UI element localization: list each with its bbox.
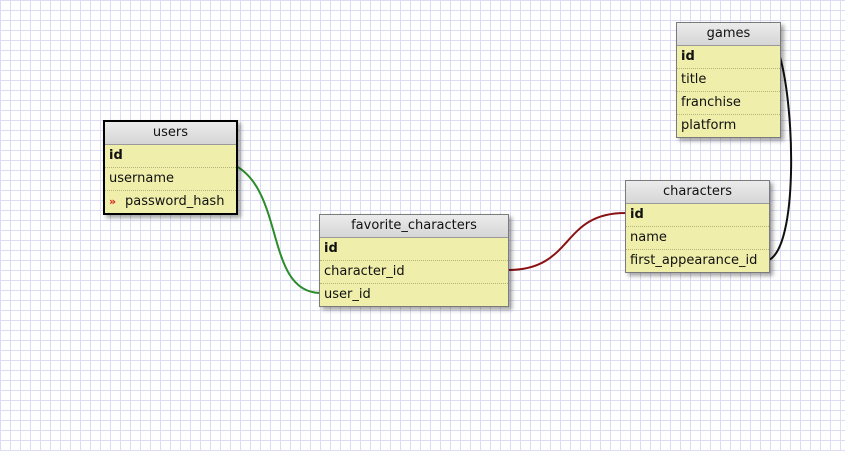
characters-field-first-appearance-id[interactable]: first_appearance_id bbox=[626, 250, 769, 272]
fk-arrow-icon: » bbox=[109, 195, 116, 208]
games-table-title[interactable]: games bbox=[677, 23, 780, 46]
field-label: id bbox=[324, 241, 338, 256]
favorite-characters-field-id[interactable]: id bbox=[320, 238, 508, 261]
games-field-id[interactable]: id bbox=[677, 46, 780, 69]
users-field-password-hash[interactable]: » password_hash bbox=[105, 191, 236, 213]
field-label: password_hash bbox=[125, 194, 225, 209]
games-field-franchise[interactable]: franchise bbox=[677, 92, 780, 115]
games-table[interactable]: games id title franchise platform bbox=[676, 22, 781, 138]
games-field-title[interactable]: title bbox=[677, 69, 780, 92]
field-label: first_appearance_id bbox=[630, 253, 758, 268]
characters-field-id[interactable]: id bbox=[626, 204, 769, 227]
users-table-title[interactable]: users bbox=[105, 122, 236, 145]
field-label: platform bbox=[681, 118, 737, 133]
characters-table[interactable]: characters id name first_appearance_id bbox=[625, 180, 770, 273]
games-field-platform[interactable]: platform bbox=[677, 115, 780, 137]
favorite-characters-table[interactable]: favorite_characters id character_id user… bbox=[319, 214, 509, 307]
field-label: id bbox=[681, 49, 695, 64]
field-label: user_id bbox=[324, 287, 371, 302]
field-label: id bbox=[109, 148, 123, 163]
characters-field-name[interactable]: name bbox=[626, 227, 769, 250]
favorite-characters-field-user-id[interactable]: user_id bbox=[320, 284, 508, 306]
field-label: name bbox=[630, 230, 667, 245]
field-label: title bbox=[681, 72, 707, 87]
field-label: id bbox=[630, 207, 644, 222]
characters-table-title[interactable]: characters bbox=[626, 181, 769, 204]
favorite-characters-table-title[interactable]: favorite_characters bbox=[320, 215, 508, 238]
users-table[interactable]: users id username » password_hash bbox=[103, 120, 238, 215]
field-label: franchise bbox=[681, 95, 741, 110]
relation-favorite-characters-character-id-to-characters-id bbox=[507, 211, 628, 271]
field-label: username bbox=[109, 171, 174, 186]
field-label: character_id bbox=[324, 264, 405, 279]
users-field-username[interactable]: username bbox=[105, 168, 236, 191]
favorite-characters-field-character-id[interactable]: character_id bbox=[320, 261, 508, 284]
users-field-id[interactable]: id bbox=[105, 145, 236, 168]
relation-users-id-to-favorite-characters-user-id bbox=[233, 164, 321, 294]
